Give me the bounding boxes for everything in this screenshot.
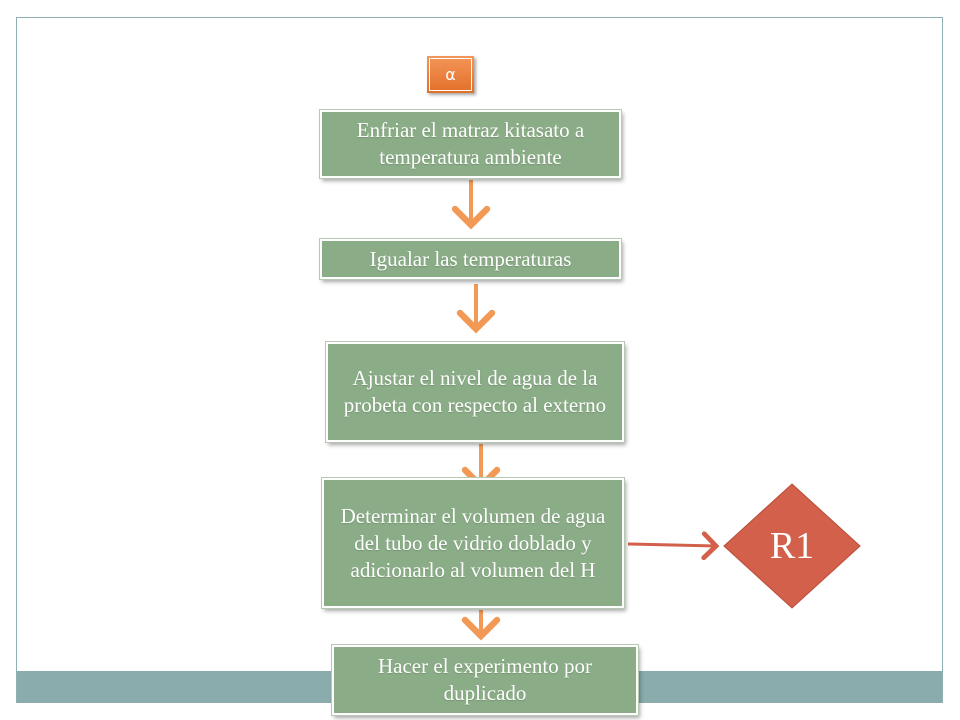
step-determine-volume: Determinar el volumen de agua del tubo d…: [322, 478, 624, 608]
result-diamond: [723, 483, 861, 609]
arrow-step4-to-result: [627, 531, 720, 561]
alpha-badge: α: [427, 56, 474, 93]
step-cool-flask: Enfriar el matraz kitasato a temperatura…: [320, 110, 621, 178]
step-repeat-experiment: Hacer el experimento por duplicado: [332, 645, 638, 715]
result-label: R1: [769, 525, 815, 567]
step-adjust-water-level: Ajustar el nivel de agua de la probeta c…: [326, 342, 624, 442]
step-equalize-temperatures: Igualar las temperaturas: [320, 239, 621, 279]
